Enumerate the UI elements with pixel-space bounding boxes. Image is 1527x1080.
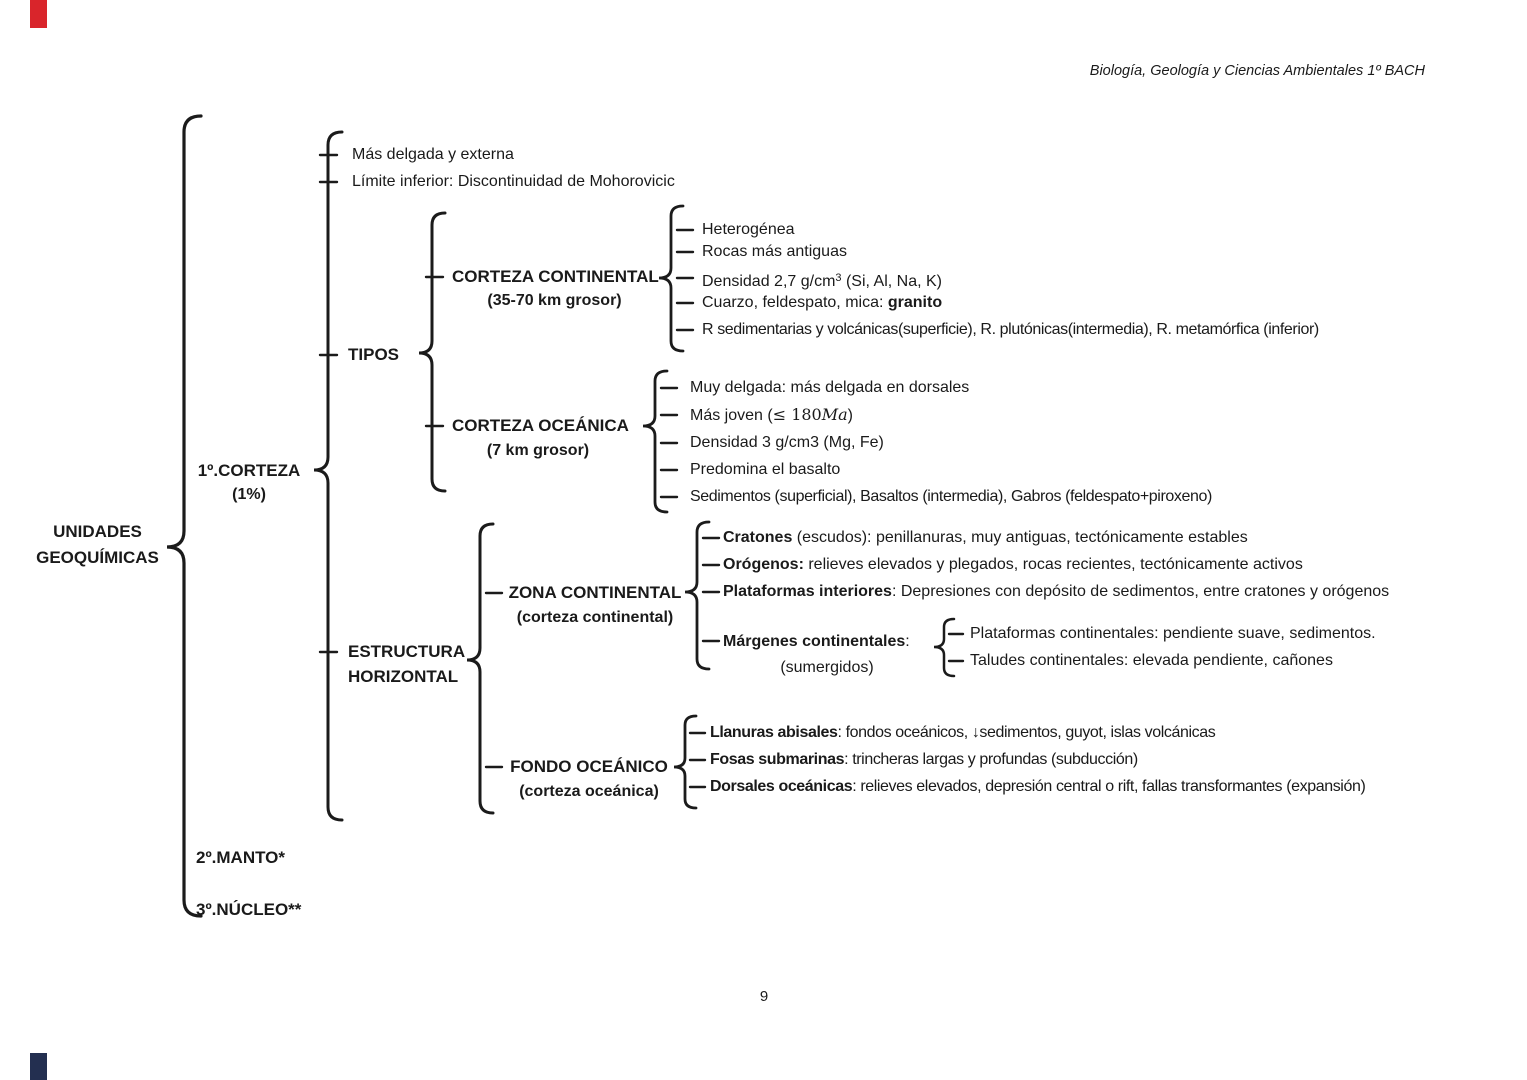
oceanica-item-4: Predomina el basalto	[690, 461, 841, 478]
cratones-rest: (escudos): penillanuras, muy antiguas, t…	[792, 529, 1248, 546]
fosas-rest: : trincheras largas y profundas (subducc…	[844, 751, 1138, 768]
dorsales-bold: Dorsales oceánicas	[710, 778, 853, 795]
oceanica-item-2: Más joven (≤ 180Ma)	[690, 405, 853, 426]
llanuras-rest: : fondos oceánicos, ↓sedimentos, guyot, …	[837, 724, 1216, 741]
densidad-post: (Si, Al, Na, K)	[841, 273, 942, 290]
root-label-line1: UNIDADES	[53, 522, 142, 541]
densidad-pre: Densidad 2,7 g/cm	[702, 273, 836, 290]
joven-post: )	[847, 407, 853, 424]
fosas-bold: Fosas submarinas	[710, 751, 845, 768]
brace-zona-continental	[684, 520, 711, 671]
margenes-colon: :	[905, 633, 910, 650]
continental-item-3: Densidad 2,7 g/cm3 (Si, Al, Na, K)	[702, 268, 942, 292]
continental-item-4: Cuarzo, feldespato, mica: granito	[702, 293, 942, 313]
node-fondo-oceanico-label: FONDO OCEÁNICO	[510, 757, 668, 776]
node-corteza-oceanica-label: CORTEZA OCEÁNICA	[452, 416, 629, 435]
continental-item-5: R sedimentarias y volcánicas(superficie)…	[702, 321, 1319, 338]
orogenos-rest: relieves elevados y plegados, rocas reci…	[803, 556, 1303, 573]
cratones-bold: Cratones	[723, 529, 793, 546]
zona-item-2: Orógenos: relieves elevados y plegados, …	[723, 555, 1303, 575]
continental-item-2: Rocas más antiguas	[702, 243, 847, 260]
node-corteza-label: 1º.CORTEZA	[197, 461, 301, 480]
node-zona-continental-sub: (corteza continental)	[516, 609, 674, 626]
brace-fondo-oceanico	[673, 714, 698, 810]
page-number: 9	[759, 988, 769, 1005]
joven-pre: Más joven (	[690, 407, 773, 424]
llanuras-bold: Llanuras abisales	[710, 724, 838, 741]
corteza-feature-1: Más delgada y externa	[352, 146, 514, 163]
corteza-feature-2: Límite inferior: Discontinuidad de Mohor…	[352, 173, 675, 190]
node-margenes-sub: (sumergidos)	[780, 659, 874, 676]
node-nucleo-label: 3º.NÚCLEO**	[196, 900, 302, 919]
margenes-item-1: Plataformas continentales: pendiente sua…	[970, 625, 1376, 642]
zona-item-1: Cratones (escudos): penillanuras, muy an…	[723, 528, 1248, 548]
fondo-item-1: Llanuras abisales: fondos oceánicos, ↓se…	[710, 723, 1216, 743]
margenes-item-2: Taludes continentales: elevada pendiente…	[970, 652, 1333, 669]
item-tick-marks	[318, 153, 965, 789]
page-header-course: Biología, Geología y Ciencias Ambientale…	[1089, 63, 1425, 79]
page-edge-tab-navy	[30, 1053, 47, 1080]
node-tipos-label: TIPOS	[348, 345, 400, 364]
node-manto-label: 2º.MANTO*	[196, 848, 286, 867]
densidad-superscript: 3	[835, 272, 842, 284]
brace-estructura	[466, 522, 495, 815]
plataformas-int-rest: : Depresiones con depósito de sedimentos…	[891, 583, 1390, 600]
root-label-line2: GEOQUÍMICAS	[36, 548, 159, 567]
joven-math: ≤ 180	[772, 405, 822, 424]
brace-tipos	[418, 211, 447, 493]
node-corteza-continental-label: CORTEZA CONTINENTAL	[452, 267, 659, 286]
oceanica-item-5: Sedimentos (superficial), Basaltos (inte…	[690, 488, 1212, 505]
node-corteza-sub: (1%)	[232, 486, 266, 503]
node-estructura-label1: ESTRUCTURA	[348, 642, 466, 661]
node-fondo-oceanico-sub: (corteza oceánica)	[519, 783, 659, 800]
orogenos-bold: Orógenos:	[723, 556, 804, 573]
oceanica-item-1: Muy delgada: más delgada en dorsales	[690, 379, 970, 396]
node-estructura-label2: HORIZONTAL	[348, 667, 459, 686]
joven-math-italic: Ma	[821, 405, 848, 424]
cuarzo-pre: Cuarzo, feldespato, mica:	[702, 294, 888, 311]
oceanica-item-3: Densidad 3 g/cm3 (Mg, Fe)	[690, 434, 884, 451]
continental-item-1: Heterogénea	[702, 221, 795, 238]
node-zona-continental-label: ZONA CONTINENTAL	[508, 583, 682, 602]
node-corteza-oceanica-sub: (7 km grosor)	[486, 442, 590, 459]
node-corteza-continental-sub: (35-70 km grosor)	[487, 292, 622, 309]
granito-bold: granito	[887, 294, 943, 311]
brace-unidades	[166, 114, 203, 918]
brace-margenes	[933, 617, 956, 678]
brace-corteza-continental	[658, 204, 685, 353]
brace-corteza	[313, 130, 344, 822]
fondo-item-3: Dorsales oceánicas: relieves elevados, d…	[710, 777, 1366, 797]
page-edge-tab-red	[30, 0, 47, 28]
fondo-item-2: Fosas submarinas: trincheras largas y pr…	[710, 750, 1138, 770]
node-margenes-label: Márgenes continentales:	[723, 632, 910, 652]
margenes-bold: Márgenes continentales	[723, 633, 906, 650]
dorsales-rest: : relieves elevados, depresión central o…	[852, 778, 1366, 795]
plataformas-int-bold: Plataformas interiores	[723, 583, 892, 600]
zona-item-3: Plataformas interiores: Depresiones con …	[723, 582, 1389, 602]
brace-corteza-oceanica	[642, 369, 669, 514]
